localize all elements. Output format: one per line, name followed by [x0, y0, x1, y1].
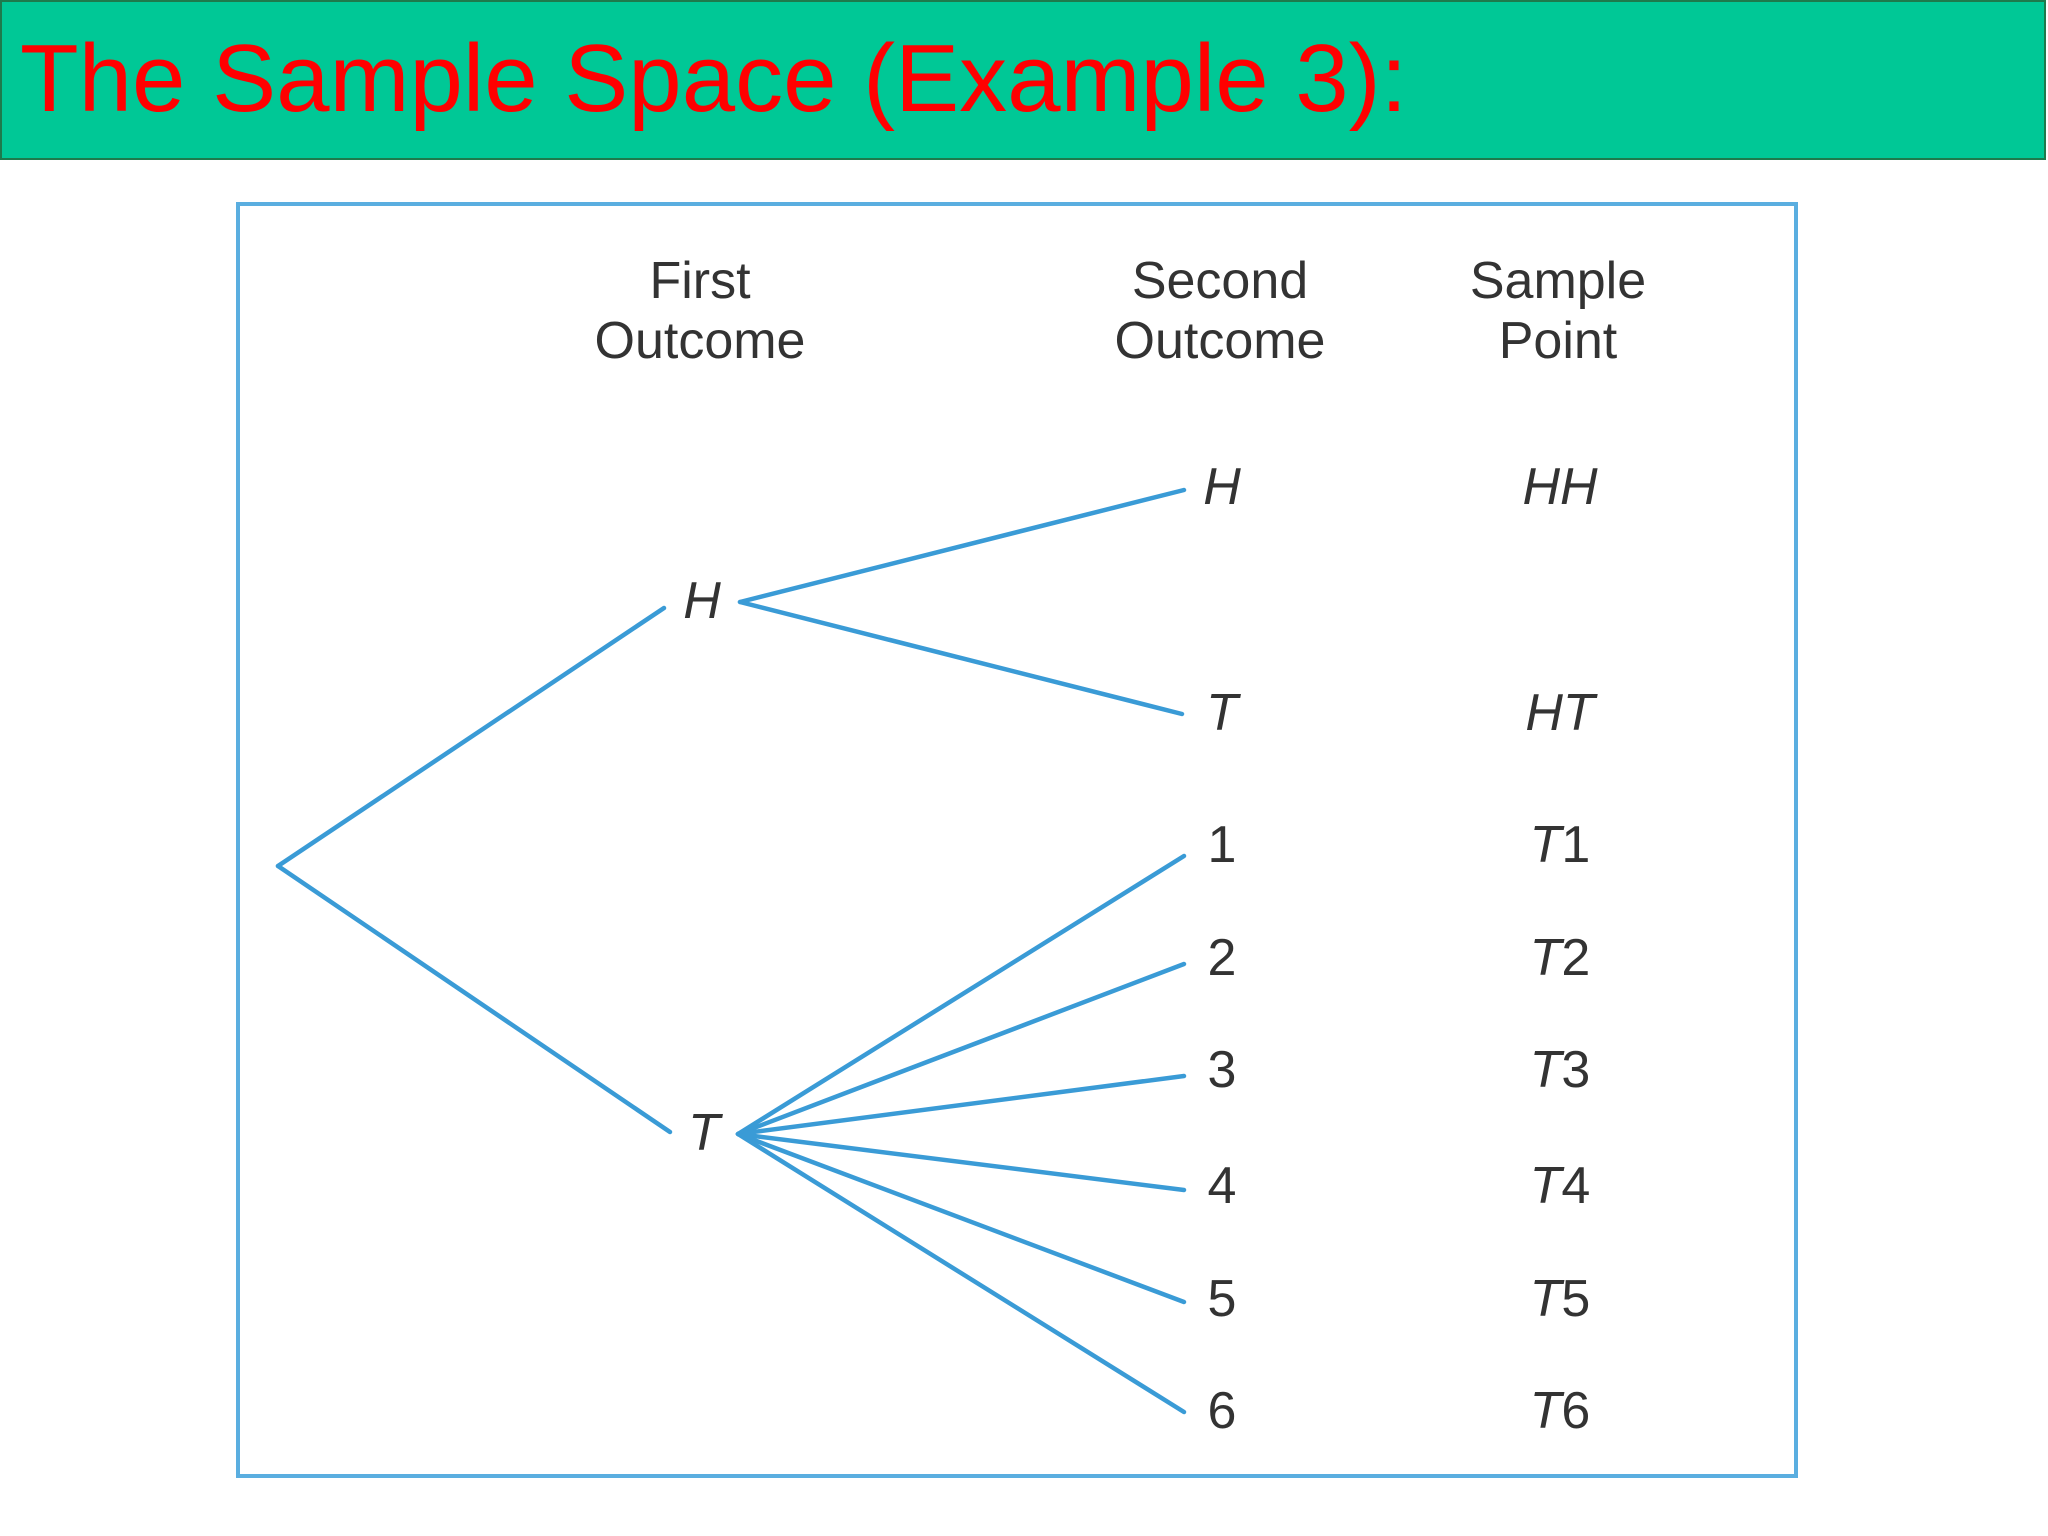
second-outcome-T-2: 2	[1208, 929, 1237, 987]
branch-T-to-6	[735, 1131, 1187, 1415]
sample-point-T2-number: 2	[1561, 929, 1590, 987]
second-outcome-T-3: 3	[1208, 1041, 1237, 1099]
second-outcome-H-H: H	[1203, 458, 1241, 516]
sample-point-T6-letter: T	[1530, 1382, 1565, 1440]
sample-point-T2-letter: T	[1530, 929, 1565, 987]
header-first-outcome-line1: First	[649, 252, 751, 310]
sample-point-T6: T6	[1530, 1382, 1591, 1440]
diagram-frame	[236, 202, 1798, 1478]
sample-point-T3: T3	[1530, 1041, 1591, 1099]
sample-point-T4: T4	[1530, 1157, 1591, 1215]
sample-point-T2: T2	[1530, 929, 1591, 987]
second-outcome-T-5: 5	[1208, 1270, 1237, 1328]
sample-point-T5: T5	[1530, 1270, 1591, 1328]
branch-H-to-H	[737, 487, 1187, 605]
header-first-outcome-line2: Outcome	[595, 312, 806, 370]
sample-point-HT: HT	[1525, 684, 1598, 742]
first-outcome-H: H	[683, 572, 721, 630]
branch-T-to-1	[735, 853, 1187, 1137]
branch-H-to-T	[737, 599, 1185, 717]
second-outcome-T-6: 6	[1208, 1382, 1237, 1440]
sample-point-T6-number: 6	[1561, 1382, 1590, 1440]
sample-point-T5-number: 5	[1561, 1270, 1590, 1328]
header-second-outcome-line1: Second	[1132, 252, 1308, 310]
page-title: The Sample Space (Example 3):	[20, 25, 1408, 132]
branch-root-to-H	[275, 605, 667, 869]
header-sample-point-line1: Sample	[1470, 252, 1646, 310]
sample-point-HH: HH	[1522, 458, 1598, 516]
second-outcome-T-1: 1	[1208, 816, 1237, 874]
branch-root-to-T	[275, 863, 673, 1135]
sample-point-T1-number: 1	[1561, 816, 1590, 874]
title-bar: The Sample Space (Example 3):	[0, 0, 2046, 160]
branch-T-to-3	[735, 1073, 1187, 1137]
header-sample-point-line2: Point	[1499, 312, 1618, 370]
sample-point-T1-letter: T	[1530, 816, 1565, 874]
branch-T-to-2	[735, 961, 1187, 1137]
sample-point-T1: T1	[1530, 816, 1591, 874]
sample-point-T3-number: 3	[1561, 1041, 1590, 1099]
second-outcome-T-4: 4	[1208, 1157, 1237, 1215]
branch-T-to-4	[735, 1131, 1187, 1193]
sample-point-T4-letter: T	[1530, 1157, 1565, 1215]
second-outcome-H-T: T	[1206, 684, 1241, 742]
sample-point-T5-letter: T	[1530, 1270, 1565, 1328]
header-second-outcome-line2: Outcome	[1115, 312, 1326, 370]
branch-T-to-5	[735, 1131, 1187, 1305]
first-outcome-T: T	[688, 1104, 723, 1162]
sample-point-T3-letter: T	[1530, 1041, 1565, 1099]
sample-point-T4-number: 4	[1561, 1157, 1590, 1215]
